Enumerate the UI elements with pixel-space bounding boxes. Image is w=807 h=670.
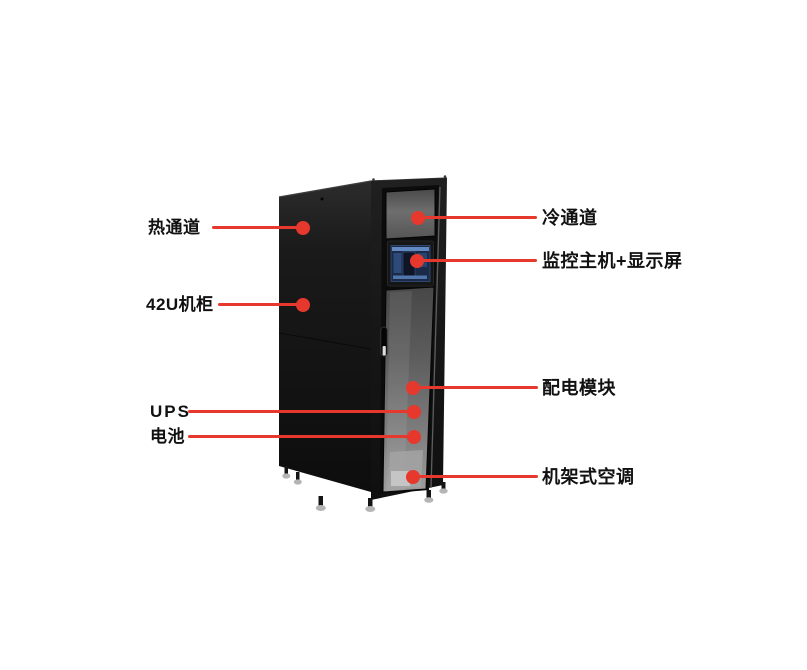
callout-line-monitor-display — [417, 259, 537, 262]
callout-label-rack-air-conditioner: 机架式空调 — [542, 467, 635, 487]
callout-line-hot-aisle — [212, 226, 303, 229]
callout-label-monitor-display: 监控主机+显示屏 — [542, 251, 683, 271]
cabinet-side-panel — [278, 181, 372, 492]
callout-label-ups: UPS — [150, 402, 191, 421]
callout-line-battery — [188, 435, 414, 438]
callout-label-cabinet-42u: 42U机柜 — [146, 295, 214, 314]
door-edge-reflection — [430, 186, 441, 489]
callout-line-power-distribution — [413, 386, 538, 389]
callout-label-cold-aisle: 冷通道 — [542, 208, 598, 228]
callout-line-cold-aisle — [418, 216, 537, 219]
callout-label-power-distribution: 配电模块 — [542, 378, 616, 398]
cold-aisle-vent-window — [385, 188, 436, 240]
callout-dot-cabinet-42u — [296, 298, 310, 312]
callout-line-cabinet-42u — [218, 303, 303, 306]
callout-line-rack-air-conditioner — [413, 475, 538, 478]
callout-dot-ups — [407, 405, 421, 419]
callout-dot-hot-aisle — [296, 221, 310, 235]
callout-label-hot-aisle: 热通道 — [148, 218, 201, 237]
callout-label-battery: 电池 — [150, 427, 185, 446]
callout-line-ups — [188, 410, 414, 413]
leveling-feet — [282, 466, 448, 512]
door-handle — [380, 326, 388, 357]
callout-dot-battery — [407, 430, 421, 444]
cabinet-front-door — [371, 175, 447, 500]
